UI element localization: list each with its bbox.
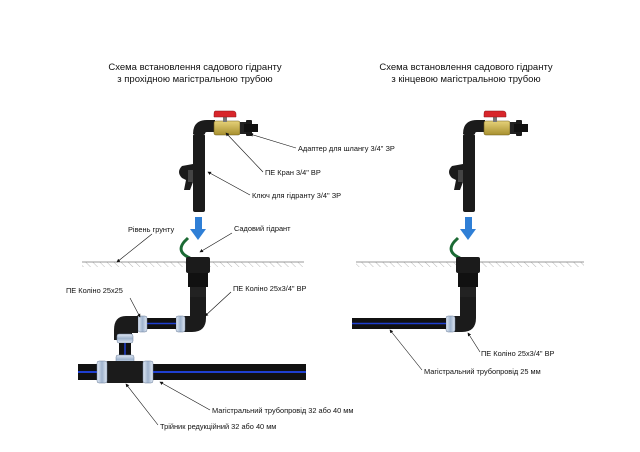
left-diagram: Схема встановлення садового гідранту з п… <box>66 62 395 431</box>
garden-hydrant <box>179 236 210 305</box>
right-leader-lines <box>389 329 481 371</box>
pipe-25-vertical <box>119 343 131 355</box>
hydrant-key-icon <box>449 164 463 190</box>
elbow-25x34 <box>175 305 206 333</box>
label-garden-hydrant: Садовий гідрант <box>234 224 291 233</box>
reducing-tee <box>96 354 154 384</box>
label-ground-level: Рівень грунту <box>128 225 174 234</box>
left-leader-lines <box>116 132 297 426</box>
label-main-pipeline-right: Магістральний трубопровід 25 мм <box>424 367 541 376</box>
hydrant-key-icon <box>179 164 193 190</box>
pipe-25-horizontal <box>147 318 176 329</box>
label-valve: ПЕ Кран 3/4" ВР <box>265 168 321 177</box>
hose-adapter-right <box>510 120 528 136</box>
label-elbow-25x34-right: ПЕ Коліно 25х3/4" ВР <box>481 349 555 358</box>
hydrant-key <box>179 120 215 212</box>
label-elbow-25x34: ПЕ Коліно 25х3/4" ВР <box>233 284 307 293</box>
label-main-pipeline: Магістральний трубопровід 32 або 40 мм <box>212 406 353 415</box>
hydrant-key-right <box>449 120 485 212</box>
right-diagram: Схема встановлення садового гідранту з к… <box>352 62 584 376</box>
elbow-25x34-right <box>445 305 476 333</box>
left-title-line1: Схема встановлення садового гідранту <box>108 62 282 73</box>
left-title-line2: з прохідною магістральною трубою <box>117 74 272 85</box>
ball-valve <box>213 110 241 136</box>
label-reducing-tee: Трійник редукційний 32 або 40 мм <box>160 422 276 431</box>
arrow-down-icon <box>460 217 476 240</box>
right-title-line1: Схема встановлення садового гідранту <box>379 62 553 73</box>
ball-valve-right <box>483 110 511 136</box>
label-hose-adapter: Адаптер для шлангу 3/4" ЗР <box>298 144 395 153</box>
main-pipeline-right <box>352 318 446 329</box>
label-elbow-25x25: ПЕ Коліно 25х25 <box>66 286 123 295</box>
label-hydrant-key: Ключ для гідранту 3/4" ЗР <box>252 191 341 200</box>
elbow-25x25 <box>114 315 148 344</box>
garden-hydrant-right <box>449 236 480 305</box>
right-title-line2: з кінцевою магістральною трубою <box>391 74 540 85</box>
hose-adapter <box>240 120 258 136</box>
arrow-down-icon <box>190 217 206 240</box>
ball-valve-icon <box>483 110 507 118</box>
ball-valve-icon <box>213 110 237 118</box>
